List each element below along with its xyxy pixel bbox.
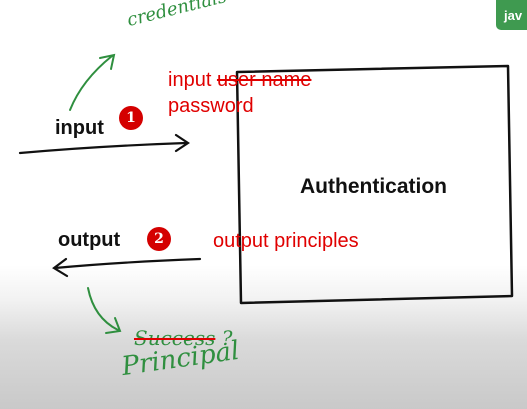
success-question-mark: ? [221,326,233,350]
output-label: output [58,229,121,251]
success-struck-text: Success [134,326,216,350]
step1-line1: input user name [168,67,311,93]
step1-prefix: input [168,69,217,91]
step1-annotation: input user name password [168,67,311,119]
authentication-box [235,64,514,305]
principal-arrow [87,287,122,334]
step1-struck-text: user name [216,69,312,91]
success-note: Success ? [134,326,232,350]
input-label: input [55,117,104,139]
output-arrow [52,257,202,278]
authentication-title: Authentication [300,175,447,198]
step2-badge: 2 [147,227,171,251]
input-arrow [18,133,190,155]
step1-line2: password [168,95,254,117]
step2-annotation: output principles [213,230,359,252]
java-corner-tab[interactable]: jav [496,0,527,30]
credentials-arrow [69,53,116,111]
step1-badge: 1 [119,106,143,130]
